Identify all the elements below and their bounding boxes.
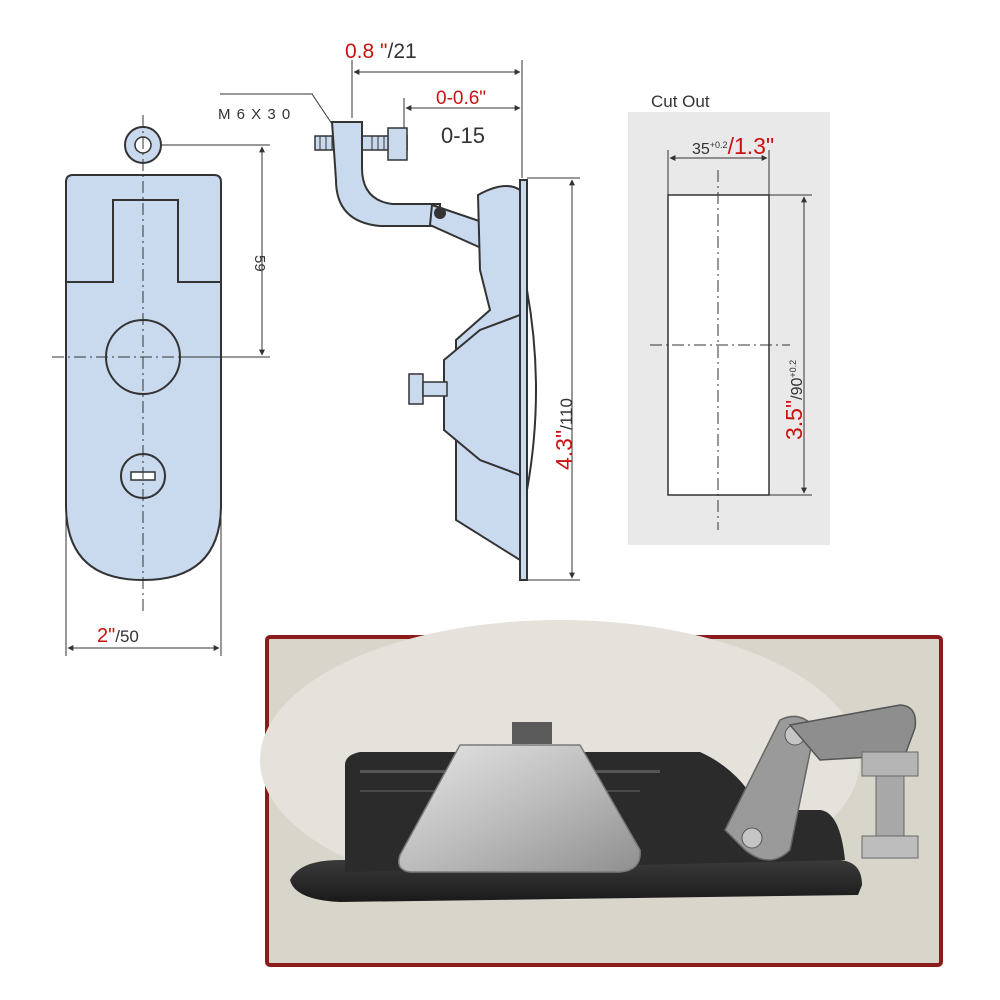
photo-bolt-shaft (875, 775, 905, 839)
side-view: 0.8 "/21 0-0.6" 0-15 M 6 X 3 0 (218, 40, 580, 581)
cut-width-metric: 35 (692, 141, 710, 158)
pivot-pin-1 (434, 207, 446, 219)
front-width-imperial: 2" (97, 625, 115, 647)
bolt-leader (220, 93, 333, 125)
photo-pivot-pin-bottom (741, 827, 763, 849)
side-top-dim-imperial: 0.8 " (345, 40, 387, 63)
svg-text:2"/50: 2"/50 (97, 625, 139, 647)
cut-width-imperial: /1.3" (728, 133, 775, 159)
svg-text:0.8 "/21: 0.8 "/21 (345, 40, 417, 63)
handle-recess (66, 199, 221, 283)
svg-text:4.3"/110: 4.3"/110 (551, 398, 577, 470)
cut-out-title: Cut Out (651, 92, 710, 111)
cut-width-tolerance: +0.2 (710, 140, 728, 150)
side-height-metric: /110 (557, 398, 576, 430)
bolt-thread (319, 136, 385, 150)
side-top-dim-metric: /21 (387, 40, 416, 63)
bolt-nut (387, 127, 408, 161)
adjust-screw-head (408, 373, 424, 405)
photo-bolt-nut (861, 751, 919, 777)
cut-height-tolerance: +0.2 (788, 360, 798, 378)
photo-pivot-link (724, 715, 816, 861)
photo-bolt-head (861, 835, 919, 859)
photo-latch-arm (788, 704, 917, 761)
product-photo (260, 620, 943, 967)
face-plate-lip (526, 289, 537, 491)
front-height-label: 59 (251, 255, 268, 272)
side-adjust-metric: 0-15 (441, 123, 485, 148)
cut-height-metric: /90 (789, 378, 806, 400)
side-adjust-imperial: 0-0.6" (436, 88, 486, 109)
front-view: 59 2"/50 (52, 115, 270, 656)
photo-top-nut (512, 722, 552, 744)
bolt-label: M 6 X 3 0 (218, 106, 291, 123)
svg-text:35+0.2/1.3": 35+0.2/1.3" (692, 133, 774, 159)
face-plate (519, 179, 528, 581)
svg-text:3.5"/90+0.2: 3.5"/90+0.2 (781, 360, 807, 440)
cut-out-view: Cut Out 35+0.2/1.3" 3.5"/90+0.2 (628, 92, 830, 545)
front-width-metric: /50 (115, 627, 139, 646)
cut-height-imperial: 3.5" (781, 400, 807, 440)
adjust-screw-shaft (422, 381, 448, 397)
photo-handle-paddle (398, 744, 641, 873)
side-height-imperial: 4.3" (551, 430, 577, 470)
